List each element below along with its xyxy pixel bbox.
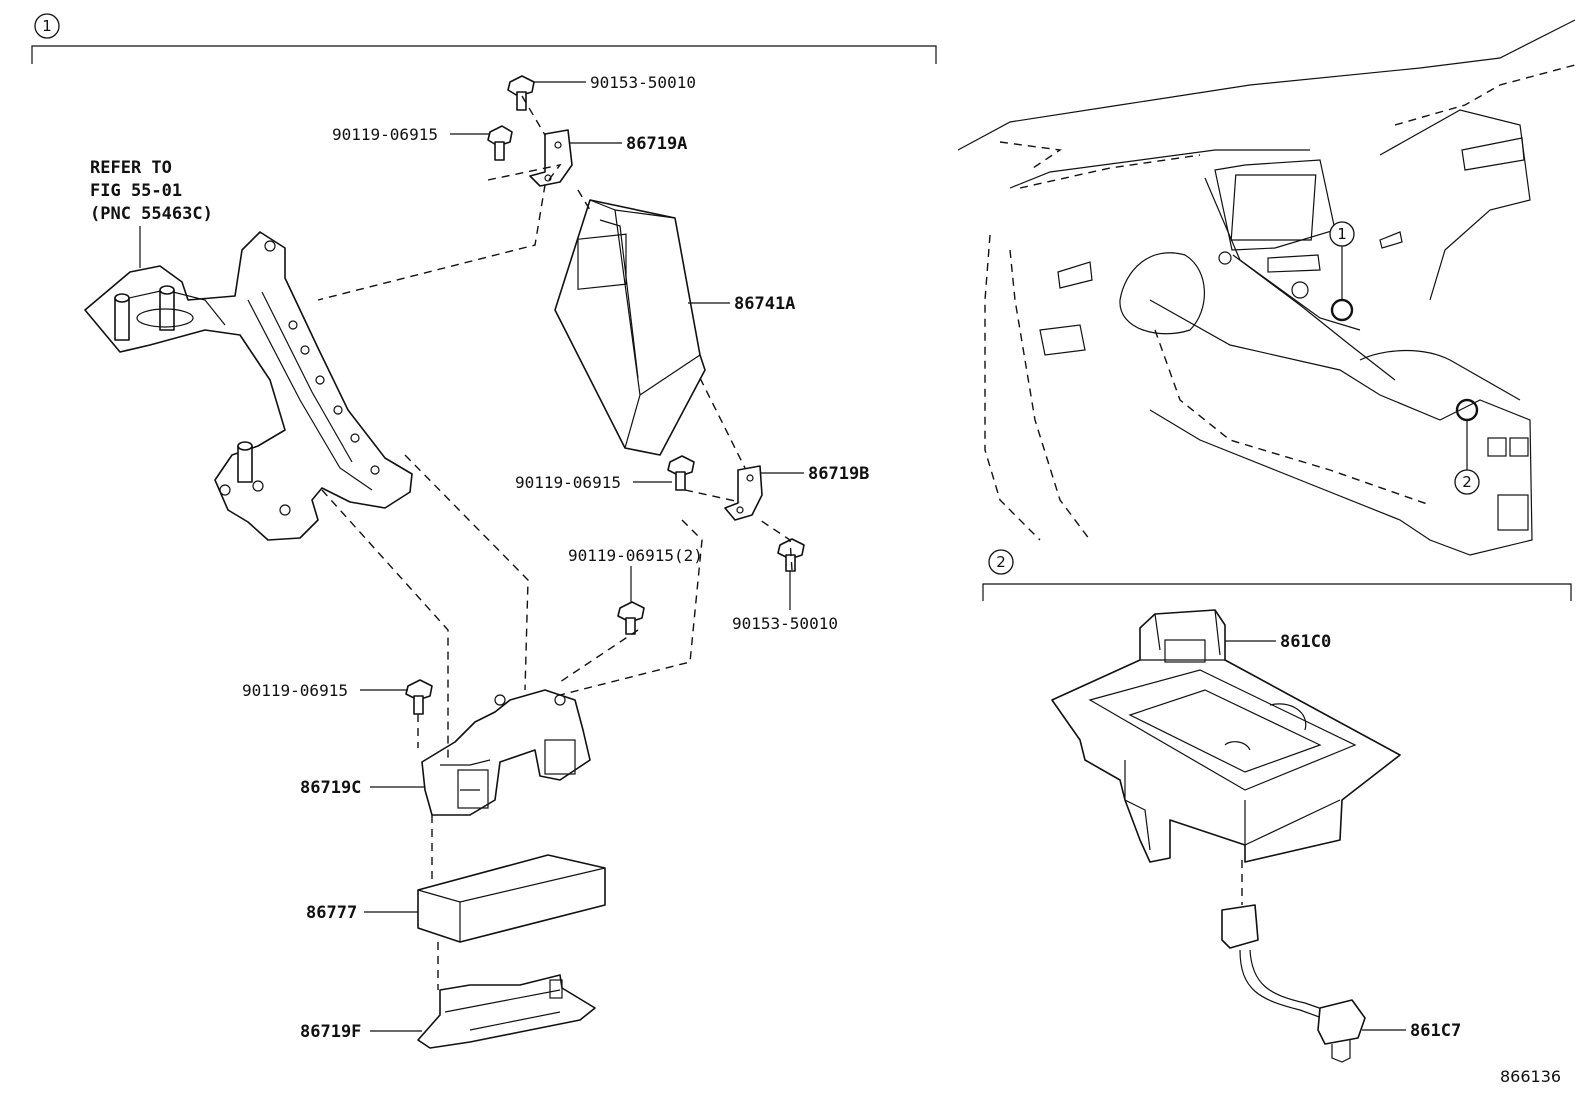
bolt-icon-mid-90119 (667, 455, 695, 491)
reference-line-3: (PNC 55463C) (90, 204, 213, 224)
callout-86719F: 86719F (300, 1022, 361, 1042)
callout-86777: 86777 (306, 903, 357, 923)
harness-861C7-illustration (1221, 860, 1366, 1063)
section-1-assembly-lines (317, 95, 793, 990)
bolt-icon-left-90119 (405, 679, 433, 715)
callout-90119-06915-qty2: 90119-06915(2) (568, 546, 703, 565)
bracket-86719F-illustration (417, 974, 596, 1049)
callout-861C0: 861C0 (1280, 632, 1331, 652)
bracket-86719A-illustration (529, 129, 573, 187)
section-1-callouts: 90153-50010 90119-06915 86719A 86741A 90… (242, 73, 869, 1042)
callout-90119-06915-top: 90119-06915 (332, 125, 438, 144)
callout-90119-06915-mid: 90119-06915 (515, 473, 621, 492)
bolt-icon-90119-qty2 (617, 601, 645, 635)
section-1-header: 1 (31, 13, 937, 64)
dashboard-location-view: 1 2 (957, 19, 1576, 556)
bracket-86719C-illustration (421, 689, 591, 816)
mounting-bracket-illustration (84, 231, 413, 541)
callout-86719C: 86719C (300, 778, 361, 798)
fig-reference-note: REFER TO FIG 55-01 (PNC 55463C) (90, 158, 213, 268)
section-2-header: 2 (982, 549, 1572, 601)
location-marker-2: 2 (1462, 473, 1472, 491)
bolt-icon-top-90153 (507, 75, 535, 111)
location-marker-1: 1 (1337, 225, 1347, 243)
section-2-marker: 2 (996, 553, 1006, 571)
callout-90153-50010-bottom: 90153-50010 (732, 614, 838, 633)
reference-line-2: FIG 55-01 (90, 181, 182, 201)
callout-86741A: 86741A (734, 294, 795, 314)
module-86777-illustration (417, 854, 606, 943)
section-2-callouts: 861C0 861C7 (1225, 632, 1461, 1041)
unit-86741A-illustration (554, 199, 706, 456)
bolt-icon-top-90119 (487, 125, 513, 161)
callout-90153-50010-top: 90153-50010 (590, 73, 696, 92)
callout-86719A: 86719A (626, 134, 687, 154)
reference-line-1: REFER TO (90, 158, 172, 178)
charger-861C0-illustration (1051, 609, 1401, 863)
bracket-86719B-illustration (724, 465, 763, 521)
illustration-number: 866136 (1500, 1067, 1561, 1086)
callout-861C7: 861C7 (1410, 1021, 1461, 1041)
callout-86719B: 86719B (808, 464, 869, 484)
location-circle-1 (1330, 298, 1354, 322)
callout-90119-06915-left: 90119-06915 (242, 681, 348, 700)
section-1-marker: 1 (42, 17, 52, 35)
